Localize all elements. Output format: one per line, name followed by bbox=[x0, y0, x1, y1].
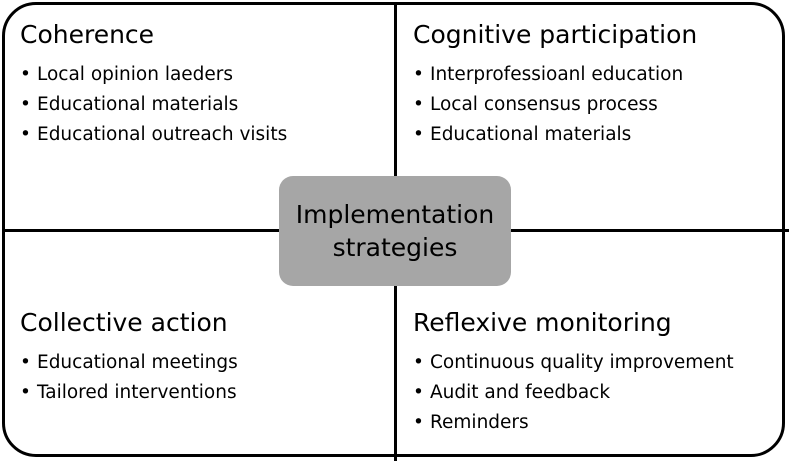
quadrant-title: Cognitive participation bbox=[413, 20, 698, 49]
bullet-icon: • bbox=[20, 64, 31, 85]
bullet-icon: • bbox=[413, 352, 424, 373]
bullet-icon: • bbox=[413, 64, 424, 85]
list-item: • Local opinion laeders bbox=[20, 60, 287, 90]
bullet-icon: • bbox=[20, 124, 31, 145]
strategy-list: • Interprofessioanl education • Local cons… bbox=[413, 60, 697, 150]
list-item-label: Educational materials bbox=[37, 94, 239, 115]
list-item-label: Audit and feedback bbox=[430, 382, 611, 403]
quadrant-title: Collective action bbox=[20, 308, 228, 337]
list-item: • Educational materials bbox=[413, 120, 697, 150]
list-item-label: Tailored interventions bbox=[37, 382, 237, 403]
strategy-list: • Continuous quality improvement • Audit a… bbox=[413, 348, 734, 438]
list-item-label: Educational outreach visits bbox=[37, 124, 288, 145]
quadrant-title: Reflexive monitoring bbox=[413, 308, 672, 337]
list-item-label: Reminders bbox=[430, 412, 529, 433]
list-item: • Reminders bbox=[413, 408, 734, 438]
list-item: • Interprofessioanl education bbox=[413, 60, 697, 90]
list-item: • Educational meetings bbox=[20, 348, 238, 378]
list-item-label: Educational meetings bbox=[37, 352, 238, 373]
list-item: • Educational materials bbox=[20, 90, 287, 120]
list-item-label: Local consensus process bbox=[430, 94, 658, 115]
center-node: Implementation strategies bbox=[279, 176, 511, 286]
quadrant-coherence: Coherence • Local opinion laeders • Educat… bbox=[20, 20, 287, 150]
list-item-label: Interprofessioanl education bbox=[430, 64, 684, 85]
quadrant-title: Coherence bbox=[20, 20, 155, 49]
strategy-list: • Educational meetings • Tailored interven… bbox=[20, 348, 238, 408]
quadrant-collective-action: Collective action • Educational meetings … bbox=[20, 308, 238, 408]
bullet-icon: • bbox=[413, 412, 424, 433]
list-item: • Local consensus process bbox=[413, 90, 697, 120]
list-item: • Audit and feedback bbox=[413, 378, 734, 408]
bullet-icon: • bbox=[413, 94, 424, 115]
quadrant-reflexive-monitoring: Reflexive monitoring • Continuous quality… bbox=[413, 308, 734, 438]
bullet-icon: • bbox=[413, 124, 424, 145]
bullet-icon: • bbox=[20, 352, 31, 373]
bullet-icon: • bbox=[413, 382, 424, 403]
list-item-label: Continuous quality improvement bbox=[430, 352, 734, 373]
center-label: Implementation strategies bbox=[295, 200, 495, 262]
quadrant-cognitive-participation: Cognitive participation • Interprofessioa… bbox=[413, 20, 697, 150]
bullet-icon: • bbox=[20, 94, 31, 115]
list-item-label: Local opinion laeders bbox=[37, 64, 234, 85]
strategy-list: • Local opinion laeders • Educational mate… bbox=[20, 60, 287, 150]
list-item-label: Educational materials bbox=[430, 124, 632, 145]
list-item: • Educational outreach visits bbox=[20, 120, 287, 150]
list-item: • Tailored interventions bbox=[20, 378, 238, 408]
list-item: • Continuous quality improvement bbox=[413, 348, 734, 378]
bullet-icon: • bbox=[20, 382, 31, 403]
